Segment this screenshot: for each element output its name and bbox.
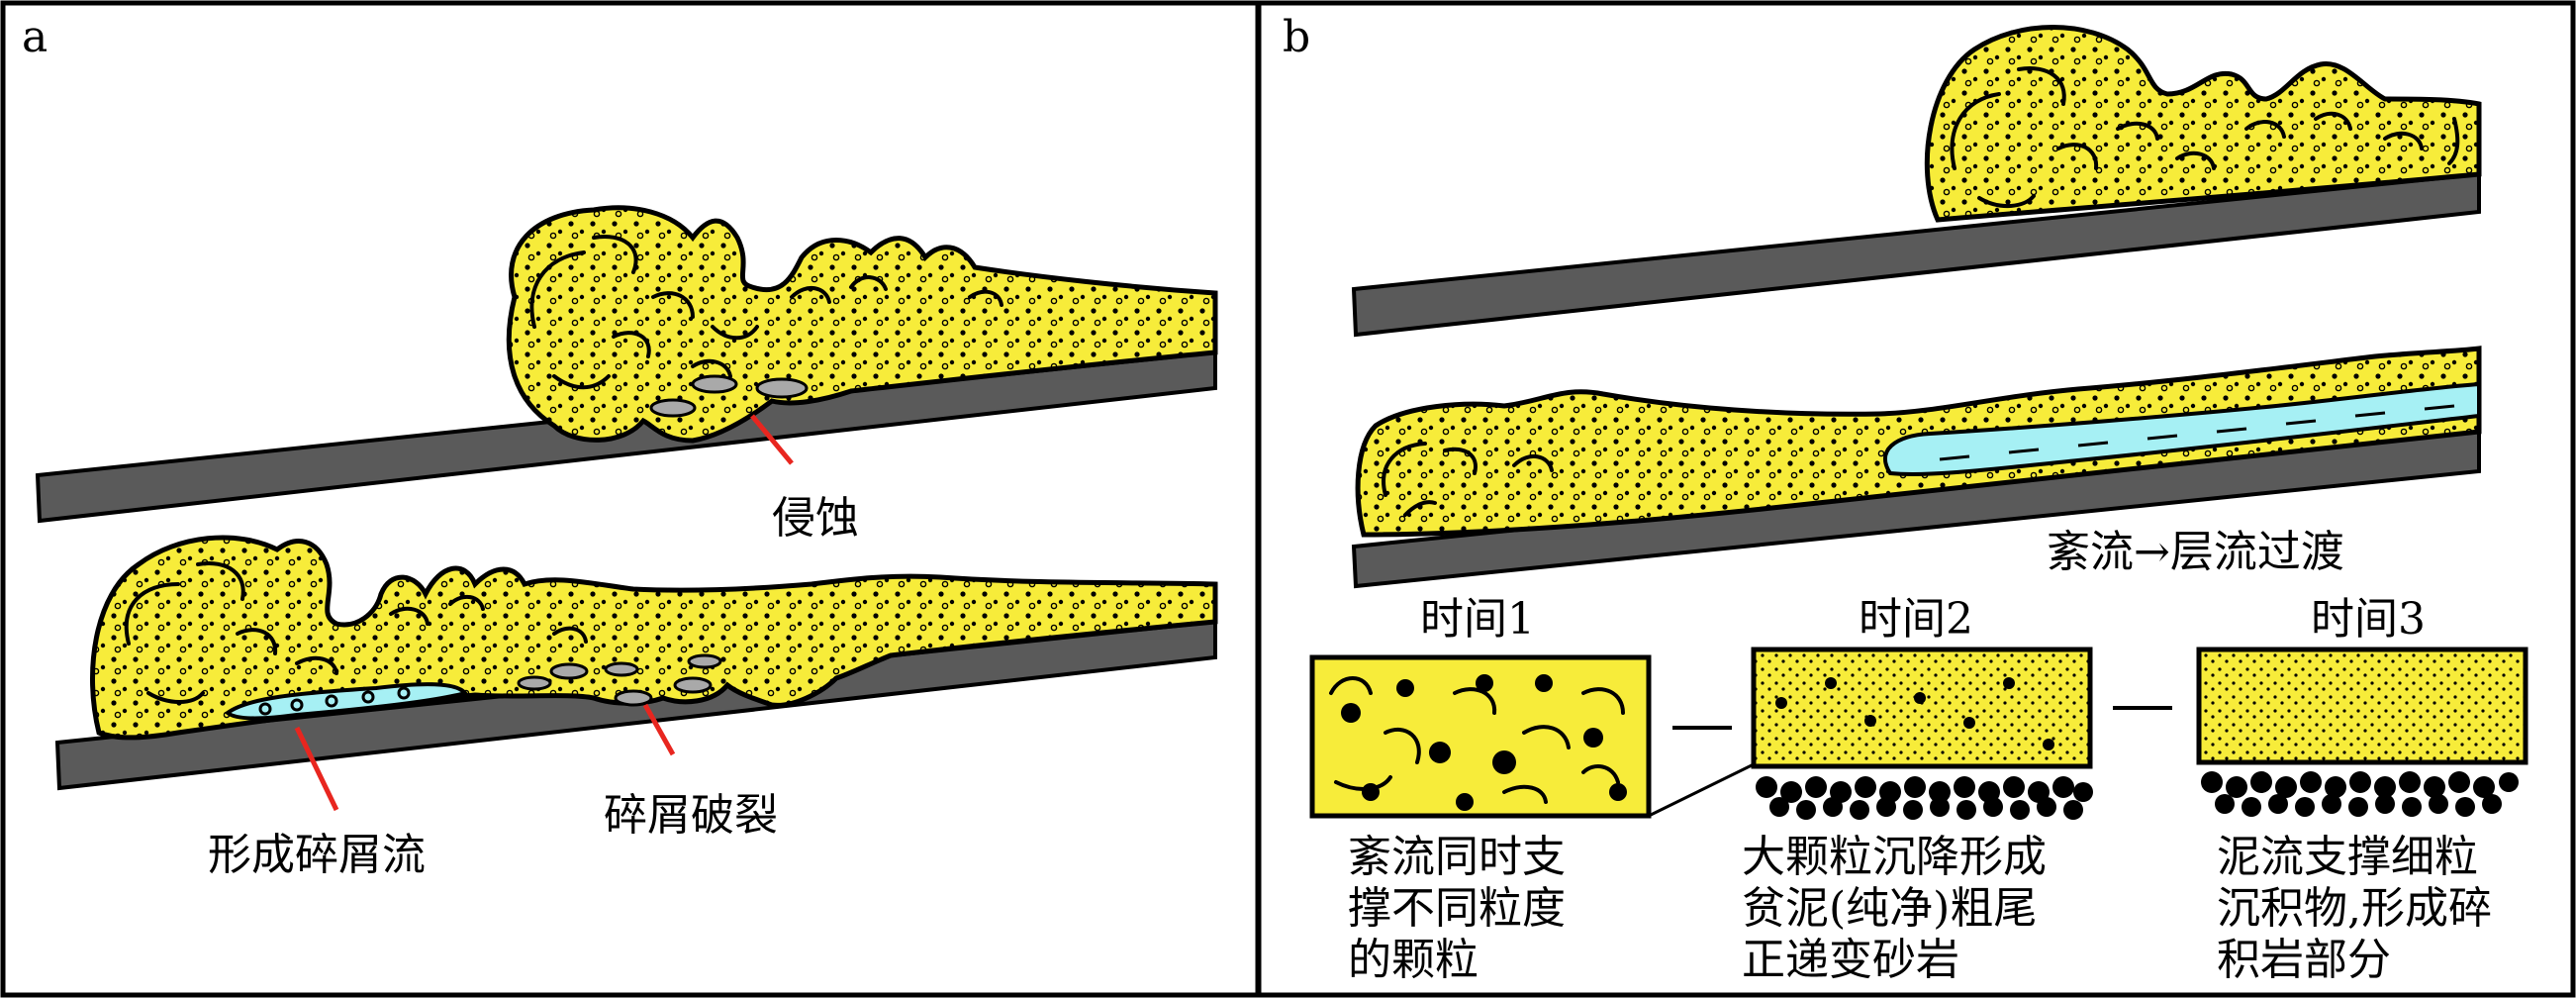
panel-b-frame <box>1256 0 2576 998</box>
time-3-description: 泥流支撑细粒 沉积物,形成碎 积岩部分 <box>2217 832 2492 985</box>
time-1-description: 紊流同时支 撑不同粒度 的颗粒 <box>1348 832 1566 985</box>
time-1-desc-line-2: 撑不同粒度 <box>1348 883 1566 934</box>
panel-b-upper-flow <box>1924 25 2482 223</box>
panel-a-debris-flow-pointer <box>294 726 339 812</box>
time-3-desc-line-1: 泥流支撑细粒 <box>2217 832 2478 882</box>
time-1-box <box>1309 654 1652 819</box>
panel-b-slope-upper <box>1351 171 2481 338</box>
time-2-label: 时间2 <box>1859 594 1973 645</box>
panel-a-fragment-pointer <box>642 703 676 756</box>
time-1-label: 时间1 <box>1420 594 1535 645</box>
panel-a-debris-flow-label: 形成碎屑流 <box>208 830 426 880</box>
time-3-box <box>2196 647 2528 817</box>
time-1-desc-line-3: 的颗粒 <box>1348 935 1479 985</box>
panel-b-transition-label: 紊流→层流过渡 <box>2047 527 2344 577</box>
panel-b-middle-flow <box>1355 346 2482 538</box>
time-1-desc-line-1: 紊流同时支 <box>1348 832 1566 882</box>
time-3-desc-line-3: 积岩部分 <box>2217 935 2391 985</box>
panel-a-erosion-label: 侵蚀 <box>772 493 859 544</box>
panel-a-erosion-pointer <box>750 414 794 465</box>
panel-a-lower-flow <box>90 535 1218 741</box>
box1-to-box2-line <box>1648 762 1755 818</box>
time-3-desc-line-2: 沉积物,形成碎 <box>2217 883 2492 934</box>
time-3-label: 时间3 <box>2311 594 2426 645</box>
time-2-desc-line-1: 大颗粒沉降形成 <box>1742 832 2047 882</box>
time-2-box <box>1751 647 2093 820</box>
time-2-description: 大颗粒沉降形成 贫泥(纯净)粗尾 正递变砂岩 <box>1742 832 2047 985</box>
panel-a-letter: a <box>22 12 48 62</box>
panel-a-fragment-label: 碎屑破裂 <box>604 790 778 841</box>
panel-a-upper-flow <box>506 205 1218 444</box>
time-2-desc-line-3: 正递变砂岩 <box>1742 935 1959 985</box>
panel-b-letter: b <box>1283 12 1310 62</box>
time-2-desc-line-2: 贫泥(纯净)粗尾 <box>1742 883 2037 934</box>
